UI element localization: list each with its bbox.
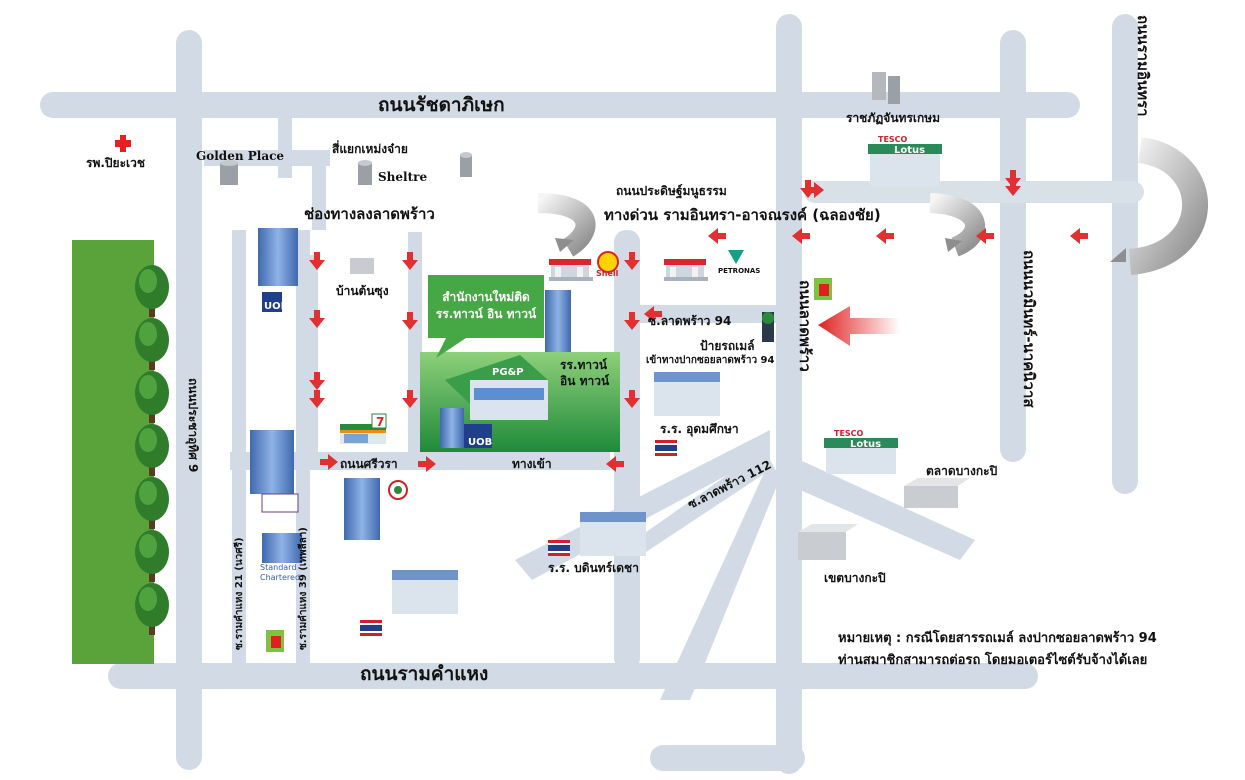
lotus-label: Lotus bbox=[894, 145, 926, 156]
place-golden-place: Golden Place bbox=[196, 149, 285, 163]
ramp-ramintra bbox=[1128, 137, 1208, 275]
road-label-ratchada: ถนนรัชดาภิเษก bbox=[378, 94, 505, 116]
map-note: หมายเหตุ : กรณีโดยสารรถเมล์ ลงปากซอยลาดพ… bbox=[838, 628, 1157, 672]
big-arrow-bus-stop bbox=[818, 306, 900, 346]
note-line-2: ท่านสมาชิกสามารถต่อรถ โดยมอเตอร์ไซต์รับจ… bbox=[838, 653, 1148, 668]
big-c-icons bbox=[266, 278, 832, 652]
place-sheltre: Sheltre bbox=[378, 170, 428, 184]
tesco-label: TESCO bbox=[878, 135, 908, 144]
road-label-soi21: ซ.รามคำแหง 21 (นวศรี) bbox=[234, 537, 245, 650]
tower-buildings bbox=[250, 228, 571, 563]
petronas-station-icon bbox=[664, 259, 708, 281]
road-label-underpass: ช่องทางลงลาดพร้าว bbox=[304, 205, 435, 223]
shell-logo-icon bbox=[597, 251, 619, 273]
place-bus-stop-sub: เข้าทางปากซอยลาดพร้าว 94 bbox=[646, 355, 775, 366]
bus-stop-icon bbox=[762, 312, 774, 342]
place-entrance: ทางเข้า bbox=[512, 457, 552, 471]
lotus-stores bbox=[824, 144, 942, 474]
place-rajabhat: ราชภัฏจันทรเกษม bbox=[846, 111, 941, 125]
office-callout-text: สำนักงานใหม่ติด รร.ทาวน์ อิน ทาวน์ bbox=[435, 290, 537, 321]
place-bus-stop: ป้ายรถเมล์ bbox=[700, 339, 755, 353]
place-bangkapi-district: เขตบางกะปิ bbox=[824, 571, 886, 585]
road-label-ramintra: ถนนรามอินทรา bbox=[1134, 15, 1152, 117]
building-cylinders bbox=[220, 72, 900, 185]
place-bodin: ร.ร. บดินทร์เดชา bbox=[548, 561, 639, 575]
road-label-sriwara: ถนนศรีวรา bbox=[340, 457, 398, 471]
place-school-town: รร.ทาวน์ อิน ทาวน์ bbox=[560, 358, 610, 388]
road-label-nawamin: ถนนนวมินทร์-นาคนิวาส bbox=[1020, 250, 1038, 408]
standard-label-2: Chartered bbox=[260, 573, 301, 582]
place-bantonsung: บ้านต้นซุง bbox=[336, 284, 389, 298]
road-label-highway: ทางด่วน รามอินทรา-อาจณรงค์ (ฉลองชัย) bbox=[604, 206, 881, 224]
road-label-soi94: ซ.ลาดพร้าว 94 bbox=[648, 314, 732, 328]
standard-label-1: Standard bbox=[260, 563, 297, 572]
school-buildings bbox=[392, 372, 720, 614]
road-label-soi39: ซ.รามคำแหง 39 (เทพลีลา) bbox=[298, 527, 309, 650]
hospital-cross-icon bbox=[115, 135, 131, 152]
note-line-1: หมายเหตุ : กรณีโดยสารรถเมล์ ลงปากซอยลาดพ… bbox=[838, 631, 1157, 646]
uob-label-office: UOB bbox=[468, 437, 493, 448]
office-callout bbox=[428, 275, 544, 358]
road-label-ladprao: ถนนลาดพร้าว bbox=[796, 280, 814, 372]
thai-flag-icons bbox=[360, 440, 677, 636]
pgp-office-building bbox=[420, 352, 620, 452]
ramp-highway-west bbox=[537, 193, 596, 257]
road-label-ramkhamhaeng: ถนนรามคำแหง bbox=[360, 663, 489, 685]
petronas-logo-icon bbox=[728, 250, 744, 264]
pgp-sign: PG&P bbox=[492, 367, 524, 378]
tesco-label-2: TESCO bbox=[834, 429, 864, 438]
seven-eleven-icon bbox=[339, 413, 387, 445]
petronas-label: PETRONAS bbox=[718, 267, 761, 275]
ramp-highway-east bbox=[929, 193, 985, 257]
shell-station-icon bbox=[549, 259, 593, 281]
place-hospital: รพ.ปิยะเวช bbox=[86, 156, 145, 170]
uob-label: UOB bbox=[264, 301, 289, 312]
gray-blocks bbox=[798, 478, 970, 560]
road-label-prasert: ถนนประดิษฐ์มนูธรรม bbox=[616, 184, 727, 198]
lotus-label-2: Lotus bbox=[850, 439, 882, 450]
place-intersection: สี่แยกเหม่งจ๋าย bbox=[332, 142, 408, 156]
shell-label: Shell bbox=[596, 269, 619, 278]
road-label-pracha9: ถนนประชาอุทิศ 9 bbox=[186, 378, 200, 473]
place-udom: ร.ร. อุดมศึกษา bbox=[660, 422, 739, 436]
place-bangkapi-market: ตลาดบางกะปิ bbox=[926, 464, 998, 478]
